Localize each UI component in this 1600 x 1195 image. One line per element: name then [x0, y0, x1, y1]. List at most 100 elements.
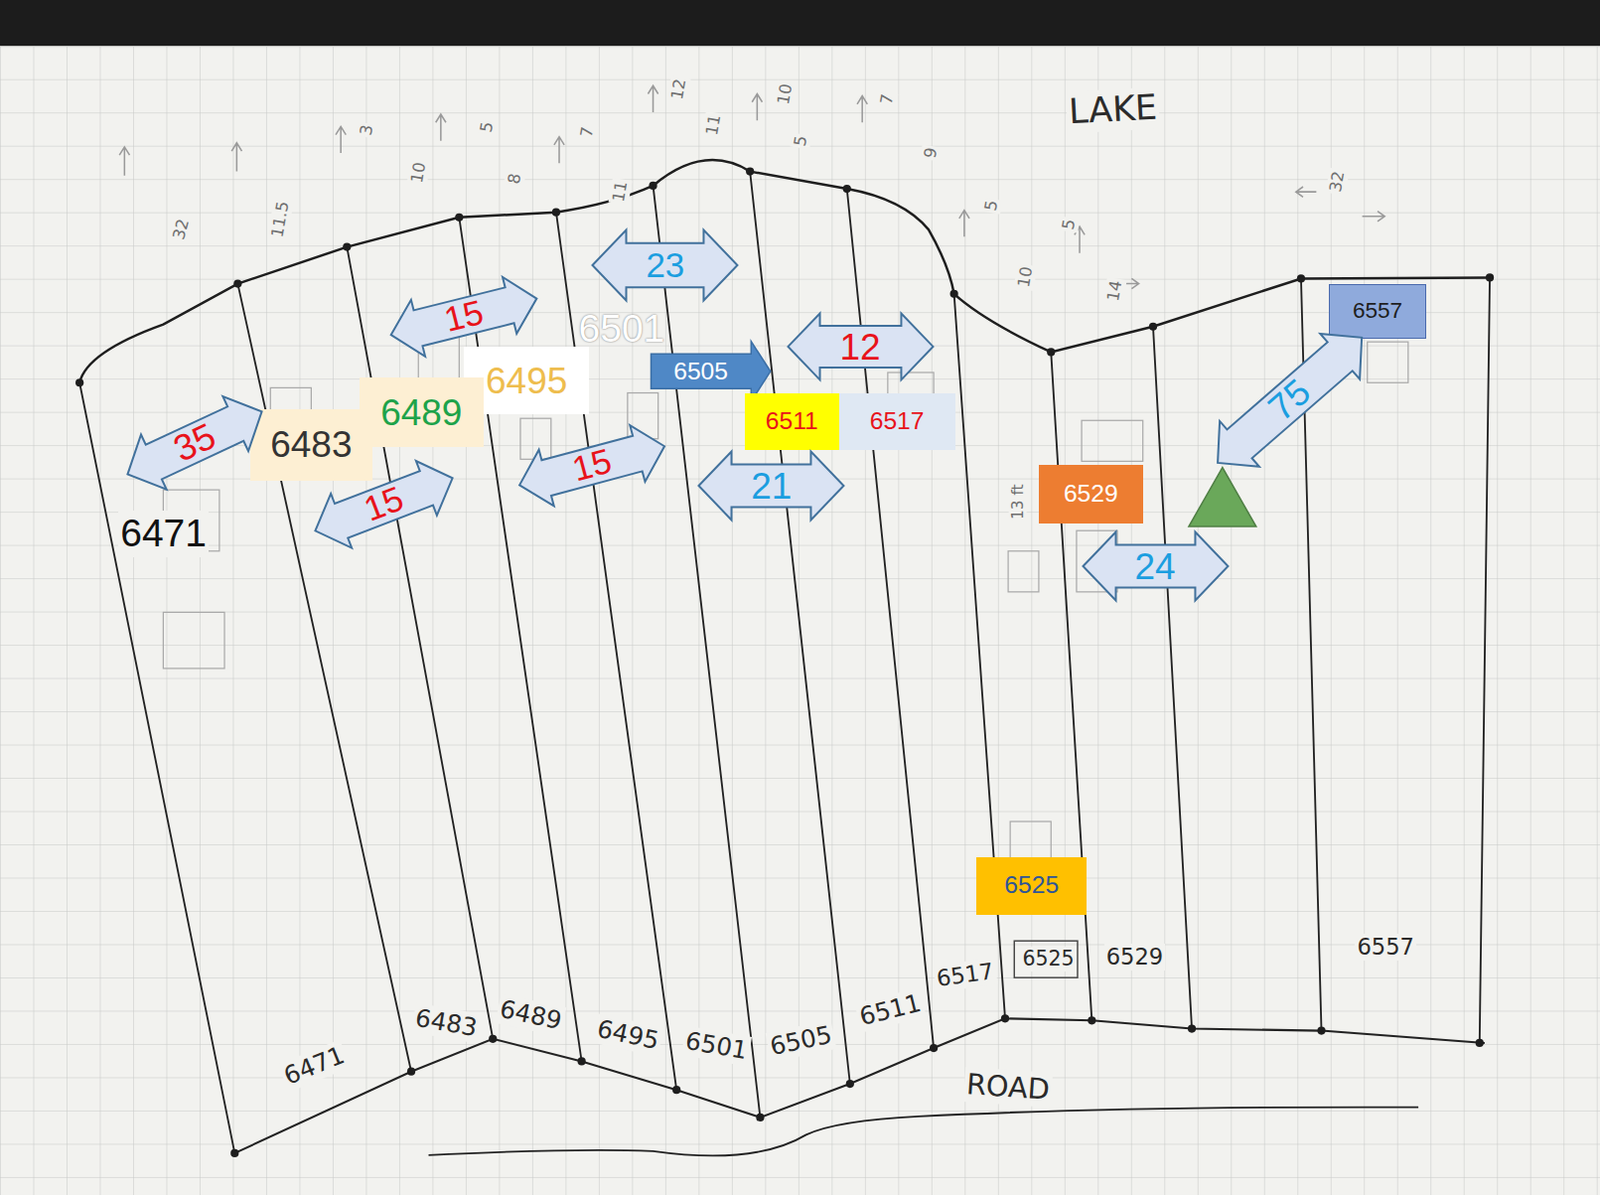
distance-arrow: 23 [590, 228, 739, 302]
hand-arrow [1296, 186, 1317, 197]
survey-dot [745, 166, 754, 175]
hand-arrow [231, 143, 242, 172]
hand-drawn-lot-box [1014, 940, 1078, 978]
arrow-outline [1197, 314, 1382, 486]
lot-number: 6483 [411, 1003, 482, 1044]
lot-number: 6511 [854, 987, 926, 1032]
survey-dot [1485, 273, 1494, 282]
survey-dot [648, 181, 657, 190]
arrow-outline [1082, 532, 1228, 601]
shore-measurement: 14 [1102, 276, 1127, 304]
green-triangle-marker [1188, 467, 1257, 528]
survey-dot [552, 208, 561, 217]
shore-measurement: 11 [608, 177, 633, 206]
lot-lines [79, 171, 1490, 1154]
hand-arrow [1362, 211, 1386, 222]
house-outline [1367, 341, 1409, 383]
node-text: 24 [1134, 548, 1175, 585]
survey-dot [929, 1043, 938, 1052]
hand-arrow [436, 114, 446, 142]
road-frontage-line [234, 1018, 1485, 1154]
lot-tag: 6525 [976, 857, 1087, 916]
paper-sheet [0, 45, 1600, 1195]
lake-label: LAKE [1065, 87, 1161, 135]
arrow-outline [115, 384, 276, 502]
arrow-outline [787, 313, 933, 381]
survey-dot [1475, 1038, 1484, 1047]
shore-measurement: 5 [475, 118, 498, 137]
shore-measurement: 5 [790, 132, 813, 150]
survey-dot [1187, 1023, 1196, 1032]
survey-dot [233, 279, 242, 288]
hand-arrows [119, 85, 1385, 289]
house-outline [162, 611, 225, 669]
hand-arrow [751, 94, 762, 122]
arrow-outline [304, 450, 463, 559]
node-text: 12 [840, 328, 881, 366]
lot-tag: 6511 [744, 393, 840, 451]
shore-measurement: 11 [701, 111, 726, 140]
distance-arrow: 35 [113, 382, 278, 504]
node-text: 6529 [1063, 481, 1119, 507]
shore-measurement: 8 [503, 169, 526, 188]
lot-number: 6489 [495, 993, 567, 1036]
arrow-outline [699, 451, 845, 521]
survey-dot [1297, 274, 1306, 283]
lot-number: 6517 [933, 957, 999, 993]
lot-tag: 6501 [576, 305, 667, 353]
survey-dots [75, 166, 1494, 1158]
survey-dot [1316, 1025, 1325, 1034]
hand-arrow [959, 210, 970, 238]
shore-measurement: 7 [875, 90, 898, 109]
lot-tag: 6529 [1038, 464, 1144, 524]
lot-tag: 6489 [359, 377, 484, 447]
node-text: 6517 [870, 409, 925, 435]
hand-arrow [554, 137, 565, 164]
shore-measurement: 5 [981, 196, 1004, 215]
house-outline [520, 418, 552, 459]
node-text: 6489 [380, 394, 462, 432]
arrow-outline [511, 418, 672, 514]
survey-dot [488, 1034, 497, 1043]
survey-dot [342, 243, 351, 252]
shore-measurement: 9 [919, 144, 942, 162]
shore-measurement: 7 [576, 123, 598, 142]
survey-dot [843, 184, 852, 193]
shore-measurement: 5 [1057, 215, 1080, 234]
node-text: 6511 [765, 409, 819, 435]
distance-arrow: 75 [1195, 312, 1384, 488]
survey-dot [1149, 322, 1158, 331]
shore-measurement: 11.5 [267, 197, 293, 241]
survey-dot [1001, 1014, 1010, 1022]
lot-number: 6495 [592, 1014, 664, 1057]
lot-tag: 6471 [118, 510, 209, 558]
shore-measurement: 12 [666, 75, 691, 104]
survey-dot [755, 1113, 764, 1122]
shore-measurement: 32 [167, 214, 193, 244]
node-text: 6495 [485, 362, 568, 400]
survey-dot [672, 1085, 681, 1094]
survey-dot [1087, 1016, 1096, 1024]
distance-arrow: 15 [509, 416, 674, 515]
node-text: 6525 [1004, 872, 1059, 898]
lot-number: 6505 [764, 1018, 836, 1062]
survey-dot [950, 290, 959, 298]
lot-tag: 6483 [250, 409, 373, 481]
survey-dot [230, 1149, 239, 1158]
distance-arrow: 21 [697, 449, 846, 522]
lake-shoreline [79, 159, 1490, 383]
road-label: ROAD [963, 1066, 1053, 1108]
distance-arrow: 24 [1081, 530, 1230, 602]
hand-arrow [647, 85, 658, 113]
lot-tag: 6517 [839, 393, 956, 451]
road-edge [429, 1107, 1420, 1157]
lot-number: 6471 [277, 1039, 350, 1092]
shore-measurement: 32 [1324, 166, 1349, 195]
shore-measurement: 10 [406, 158, 431, 187]
